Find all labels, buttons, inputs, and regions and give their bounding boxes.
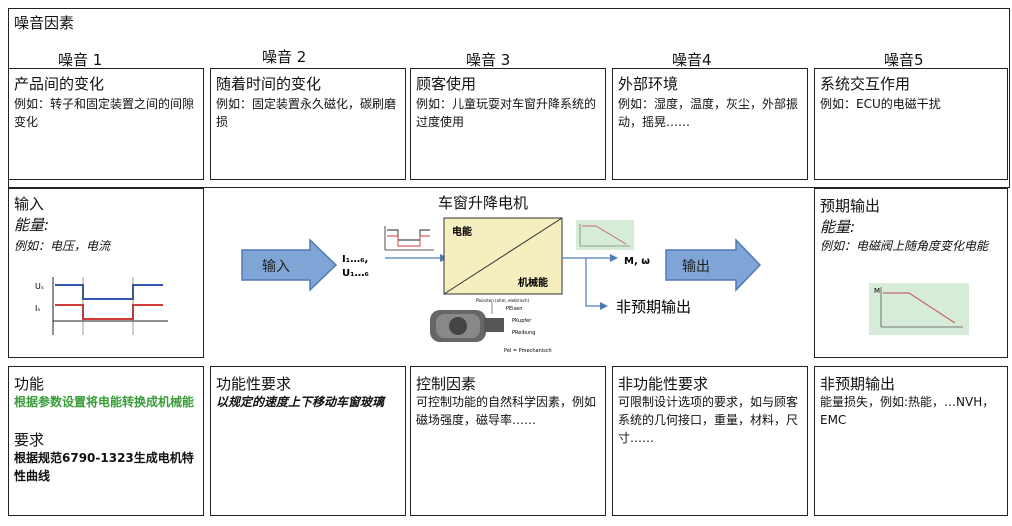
input-arrow-label: 输入 xyxy=(262,259,290,275)
noise-label-5: 噪音5 xyxy=(884,51,924,69)
requirement-text: 根据规范6790-1323生成电机特性曲线 xyxy=(14,451,194,483)
noise-label-3: 噪音 3 xyxy=(466,51,511,69)
functional-requirement-title: 功能性要求 xyxy=(216,375,292,393)
expected-energy: 能量: xyxy=(820,218,856,236)
input-voltage-trace xyxy=(55,284,163,300)
output-mini-graph xyxy=(576,220,634,250)
mechanical-energy-label: 机械能 xyxy=(518,276,548,289)
noise-title-2: 随着时间的变化 xyxy=(216,75,322,93)
input-current-trace xyxy=(55,304,163,320)
expected-output-box: 预期输出 能量: 例如：电磁阀上随角度变化电能 M xyxy=(814,188,1008,358)
control-factors-box: 控制因素 可控制功能的自然科学因素，例如磁场强度，磁导率…… xyxy=(410,366,606,516)
function-green-text: 根据参数设置将电能转换成机械能 xyxy=(14,395,195,409)
noise-desc-3: 例如：儿童玩耍对车窗升降系统的过度使用 xyxy=(416,97,597,129)
motor-label-power: Pel = Pmechanisch xyxy=(504,348,552,354)
noise-desc-4: 例如：湿度，温度，灰尘，外部振动，摇晃…… xyxy=(618,97,799,129)
motor-label-copper: PKupfer xyxy=(512,318,532,324)
noise-desc-2: 例如：固定装置永久磁化，碳刷磨损 xyxy=(216,97,397,129)
output-arrow xyxy=(665,238,762,292)
function-box: 功能 根据参数设置将电能转换成机械能 要求 根据规范6790-1323生成电机特… xyxy=(8,366,204,516)
function-title: 功能 xyxy=(14,375,45,393)
unintended-output-label: 非预期输出 xyxy=(616,298,691,316)
noise-title-4: 外部环境 xyxy=(618,75,679,93)
nonfunctional-requirement-title: 非功能性要求 xyxy=(618,375,709,393)
unexpected-output-title: 非预期输出 xyxy=(820,375,896,393)
noise-desc-1: 例如：转子和固定装置之间的间隙变化 xyxy=(14,97,195,129)
noise-title-3: 顾客使用 xyxy=(416,75,477,93)
center-diagram: 输入 I₁…₆, U₁…₆ 电能 机械能 M, ω 输出 非预期输出 Pbürs… xyxy=(241,217,762,354)
voltage-label: U₁…₆ xyxy=(342,268,369,279)
noise-desc-5: 例如：ECU的电磁干扰 xyxy=(820,97,941,111)
expected-output-graph: M xyxy=(869,283,969,335)
expected-example: 例如：电磁阀上随角度变化电能 xyxy=(820,239,989,253)
functional-requirement-box: 功能性要求 以规定的速度上下移动车窗玻璃 xyxy=(210,366,406,516)
unexpected-output-box: 非预期输出 能量损失，例如:热能，…NVH，EMC xyxy=(814,366,1008,516)
noise-box-2: 随着时间的变化 例如：固定装置永久磁化，碳刷磨损 xyxy=(210,68,406,180)
functional-requirement-text: 以规定的速度上下移动车窗玻璃 xyxy=(216,395,385,409)
nonfunctional-requirement-box: 非功能性要求 可限制设计选项的要求，如与顾客系统的几何接口，重量，材料，尺寸…… xyxy=(612,366,808,516)
current-label: I₁…₆, xyxy=(342,254,368,265)
expected-m-label: M xyxy=(874,287,880,295)
motor-label-brushes: Pbürsten (ohm, elektrisch) xyxy=(476,298,530,303)
nonfunctional-requirement-text: 可限制设计选项的要求，如与顾客系统的几何接口，重量，材料，尺寸…… xyxy=(618,395,799,445)
noise-box-4: 外部环境 例如：湿度，温度，灰尘，外部振动，摇晃…… xyxy=(612,68,808,180)
noise-box-5: 系统交互作用 例如：ECU的电磁干扰 xyxy=(814,68,1008,180)
input-example: 例如：电压，电流 xyxy=(14,239,111,253)
waveform-mini xyxy=(384,226,434,251)
control-factors-title: 控制因素 xyxy=(416,375,477,393)
motor-label-friction: PReibung xyxy=(512,330,535,336)
noise-label-4: 噪音4 xyxy=(672,51,712,69)
noise-box-3: 顾客使用 例如：儿童玩耍对车窗升降系统的过度使用 xyxy=(410,68,606,180)
noise-label-2: 噪音 2 xyxy=(262,48,307,66)
input-u-label: Uₛ xyxy=(35,282,44,291)
input-box: 输入 能量: 例如：电压，电流 Uₛ Iₛ xyxy=(8,188,204,358)
motor-label-iron: PEisen xyxy=(506,306,522,312)
input-title: 输入 xyxy=(14,195,45,213)
noise-box-1: 产品间的变化 例如：转子和固定装置之间的间隙变化 xyxy=(8,68,204,180)
input-energy: 能量: xyxy=(14,216,50,234)
output-arrow-label: 输出 xyxy=(682,259,710,275)
control-factors-text: 可控制功能的自然科学因素，例如磁场强度，磁导率…… xyxy=(416,395,597,427)
output-variable-label: M, ω xyxy=(624,256,650,267)
noise-title-1: 产品间的变化 xyxy=(14,75,105,93)
expected-curve xyxy=(883,292,956,324)
motor-title: 车窗升降电机 xyxy=(438,194,529,212)
input-i-label: Iₛ xyxy=(35,304,40,313)
input-signal-graph: Uₛ Iₛ xyxy=(35,277,168,335)
noise-factors-title: 噪音因素 xyxy=(14,14,75,32)
noise-label-1: 噪音 1 xyxy=(58,51,103,69)
unexpected-output-text: 能量损失，例如:热能，…NVH，EMC xyxy=(820,395,995,427)
noise-title-5: 系统交互作用 xyxy=(820,75,911,93)
requirement-title: 要求 xyxy=(14,431,45,449)
expected-title: 预期输出 xyxy=(820,197,881,215)
input-arrow xyxy=(241,238,338,292)
electric-energy-label: 电能 xyxy=(452,225,472,238)
motor-illustration: Pbürsten (ohm, elektrisch) PEisen PKupfe… xyxy=(430,298,552,354)
